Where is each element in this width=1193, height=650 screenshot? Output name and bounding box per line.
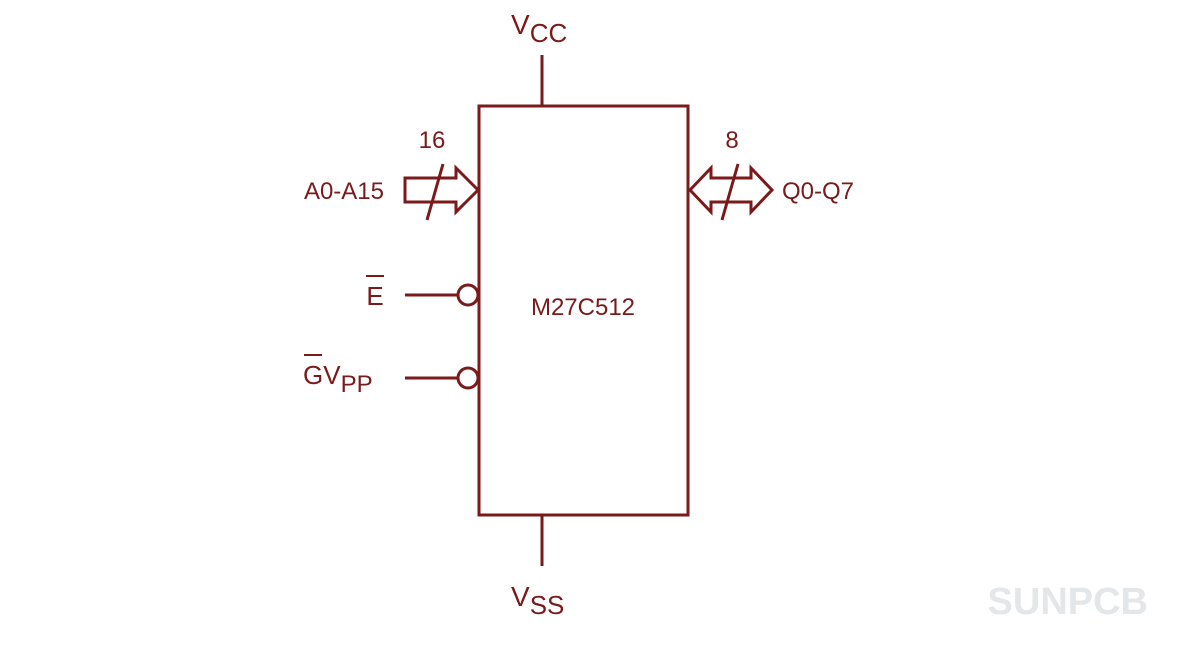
data-bus-label: Q0-Q7 [782, 178, 854, 205]
address-bus-arrow [403, 164, 481, 216]
chip-body [477, 104, 690, 517]
address-bus-label: A0-A15 [304, 178, 384, 205]
vss-label: VSS [511, 581, 564, 620]
vcc-label-sub: CC [530, 18, 568, 48]
vss-label-sub: SS [530, 590, 565, 620]
vcc-label-base: V [511, 9, 530, 40]
chip-enable-label: E [366, 281, 383, 311]
sunpcb-watermark: SUNPCB [988, 581, 1148, 623]
vss-label-base: V [511, 581, 530, 612]
chip-name: M27C512 [531, 294, 635, 321]
data-bus-slash [720, 163, 740, 221]
output-enable-label-g: G [303, 360, 323, 390]
address-bus-slash [425, 163, 445, 221]
output-enable-label: GVPP [303, 360, 373, 398]
chip-enable-bubble [456, 283, 480, 307]
output-enable-label-v: V [323, 360, 341, 390]
data-bus-width: 8 [725, 127, 738, 154]
output-enable-bubble [456, 366, 480, 390]
output-enable-label-sub: PP [341, 371, 373, 398]
vcc-label: VCC [511, 9, 567, 48]
address-bus-width: 16 [419, 127, 446, 154]
